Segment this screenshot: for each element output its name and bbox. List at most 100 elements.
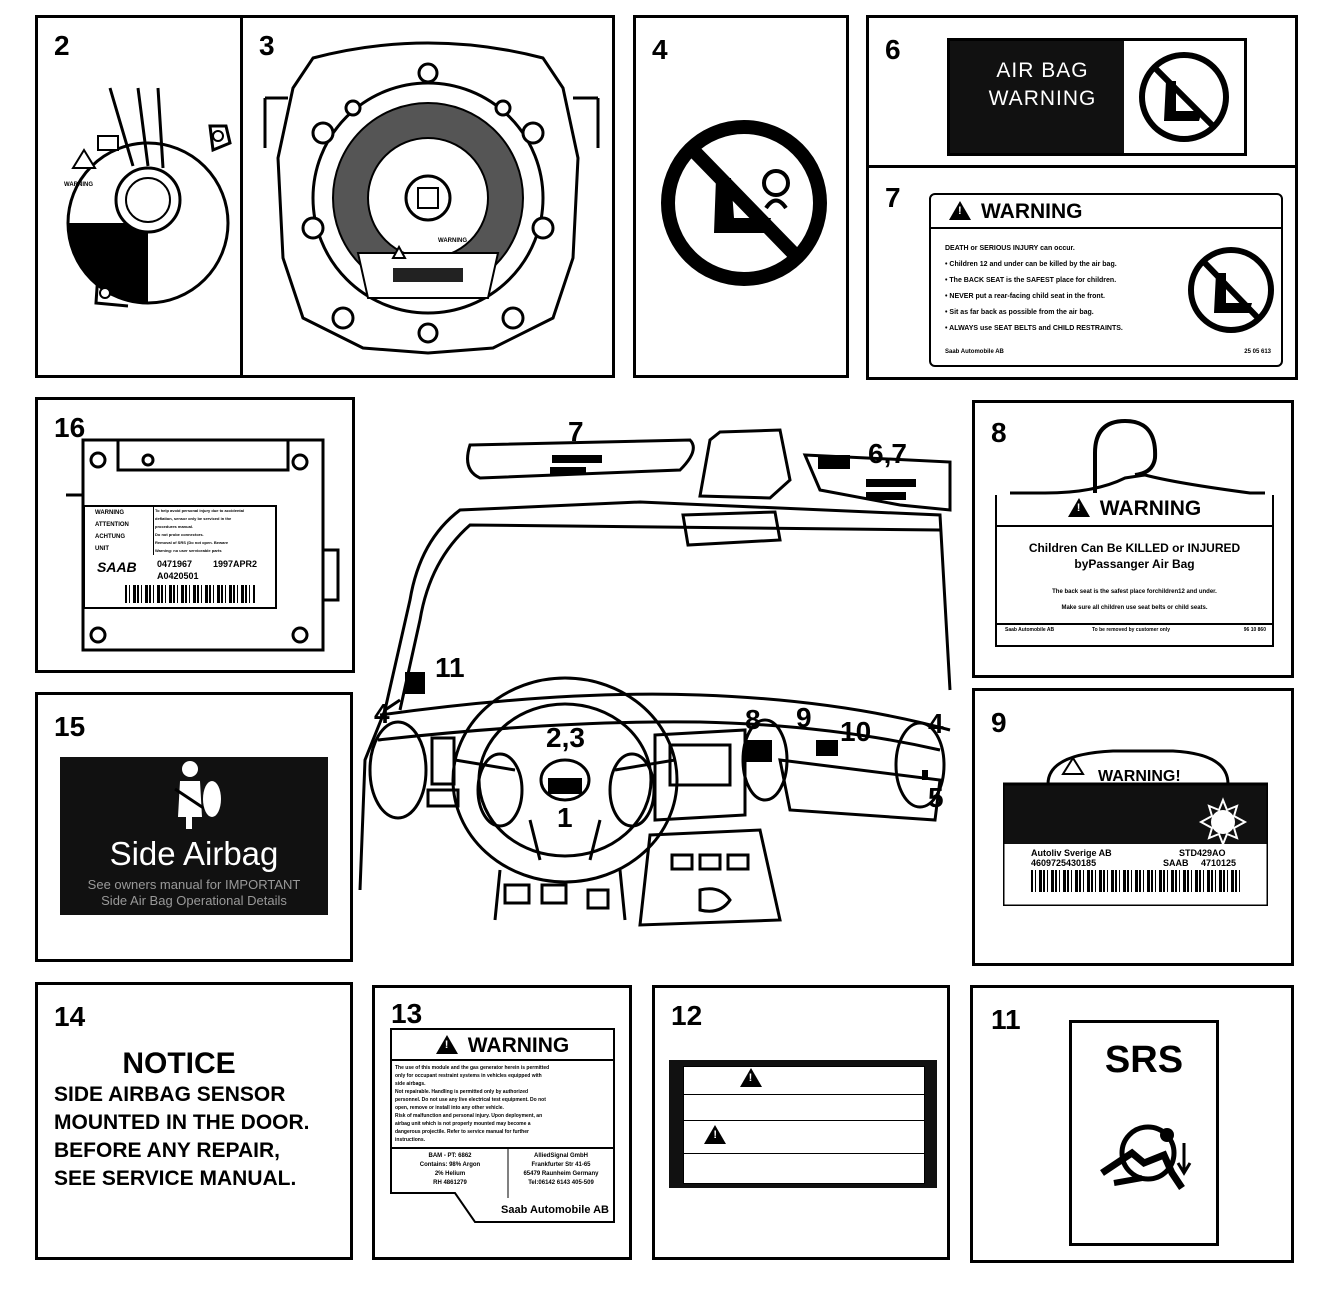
body-line: The use of this module and the gas gener… [395,1065,550,1071]
warning-header: WARNING [931,195,1281,229]
label-line-1: AIR BAG [996,59,1089,82]
supplier-code: STD429AO [1179,848,1226,858]
label-bullet: • Children 12 and under can be killed by… [945,261,1117,268]
callout-8: 8 [745,704,761,735]
label-bullet: • The BACK SEAT is the SAFEST place for … [945,277,1117,284]
occupant-airbag-icon [174,761,221,829]
text-row: Warning: no user serviceable parts [155,548,222,553]
french-heading: CONSEIL DE SECURITE [684,1125,924,1147]
label-outline [1003,749,1268,906]
left-column: BAM - PT: 6862 Contains: 98% Argon 2% He… [396,1152,504,1188]
english-text: DO NOT OPEN, REMOVE OR PUT INTO ANOTHER … [684,1096,924,1117]
fr-line: RISQUE DE MAUVAIS FONCTIONNEMENT ET DE B… [729,1162,879,1168]
body-line: Not repairable. Handling is permitted on… [395,1089,529,1095]
callout-11: 11 [435,652,465,683]
label-bullet: • Sit as far back as possible from the a… [945,309,1094,316]
callout-7: 7 [568,416,584,447]
warning-line-1: Children Can Be KILLED or INJURED [1028,541,1241,555]
label-intro: DEATH or SERIOUS INJURY can occur. [945,245,1075,252]
footer-mid: To be removed by customer only [1092,627,1170,633]
srs-title: SRS [1104,1039,1184,1081]
label-sub-2: Side Air Bag Operational Details [101,893,287,908]
left-col-line: 2% Helium [434,1171,466,1177]
sticker-text: WARNING [64,182,93,188]
panel-number: 6 [885,34,901,65]
notice-line: MOUNTED IN THE DOOR. [54,1111,310,1134]
airbag-module-drawing [263,41,600,355]
text-row: procedures manual. [155,524,194,529]
warning-triangle-icon [949,201,971,220]
panel-number: 4 [652,34,668,65]
part-number: 4710125 [1201,858,1237,868]
airbag-clockspring-drawing [66,87,232,308]
label-bullet: • ALWAYS use SEAT BELTS and CHILD RESTRA… [945,325,1123,332]
side-airbag-label: Side Airbag See owners manual for IMPORT… [60,757,328,915]
en-line: SEE OWNER'S MANUAL FOR FURTHER INFORMATI… [738,1110,870,1116]
explosion-icon [1198,797,1248,847]
label-panel-3: 3 WARNING [240,15,615,378]
callout-5: 5 [928,782,944,813]
body-line: side airbags. [395,1081,426,1087]
panel-number: 9 [991,707,1007,738]
barcode [125,585,255,603]
text-row: deflation, sensor only be serviced in th… [155,516,232,521]
label-panel-15: 15 Side Airbag See owners manual for IMP… [35,692,353,962]
hang-tag-label: WARNING Children Can Be KILLED or INJURE… [995,495,1274,647]
supplier-name: Autoliv Sverige AB [1031,848,1112,858]
warning-heading: WARNING [390,1034,615,1058]
brand-text: SAAB [1163,858,1189,868]
label-panel-16: 16 WARNING ATTENTION ACHTUNG UNIT To hel… [35,397,355,673]
warning-triangle-icon [704,1125,727,1144]
warning-triangle-icon [435,1035,458,1054]
right-column: AlliedSignal GmbH Frankfurter Str 41-65 … [510,1152,612,1188]
label-footer-left: Saab Automobile AB [945,349,1004,355]
panel-number: 16 [54,412,86,443]
right-col-line: Frankfurter Str 41-65 [531,1162,591,1168]
label-panel-7: 7 WARNING DEATH or SERIOUS INJURY can oc… [866,165,1298,380]
module-warning-label: WARNING The use of this module and the g… [390,1028,615,1223]
warning-label-7: WARNING DEATH or SERIOUS INJURY can occu… [929,193,1283,367]
warning-line-2: byPassanger Air Bag [1074,557,1195,571]
no-child-seat-icon [1124,41,1244,153]
label-inner: WARNING DO NOT OPEN, REMOVE OR PUT INTO … [683,1066,925,1184]
label-footer: Saab Automobile AB [501,1204,609,1216]
label-title: Side Airbag [109,835,279,872]
side-rows: WARNING ATTENTION ACHTUNG UNIT [85,507,154,555]
notice-line: BEFORE ANY REPAIR, [54,1139,280,1162]
label-line-2: WARNING [988,87,1097,110]
callout-10: 10 [840,716,872,747]
label-panel-4: 4 [633,15,849,378]
callout-4-right: 4 [928,708,944,739]
brand-logo: SAAB [97,559,137,575]
callout-4-left: 4 [374,698,390,729]
label-panel-11: 11 SRS [970,985,1294,1263]
text-rows: To help avoid personal injury due to acc… [155,507,273,555]
callout-2-3: 2,3 [546,722,585,753]
footer-right: 96 10 860 [1243,627,1266,633]
no-child-seat-icon [661,120,827,286]
panel-number: 8 [991,417,1007,448]
inflator-label: WARNING! Autoliv Sverige AB STD429AO 460… [1003,746,1268,906]
warning-heading: WARNING [949,200,1083,224]
body-line: open, remove or install into any other v… [395,1105,504,1111]
label-panel-14: 14 NOTICE SIDE AIRBAG SENSOR MOUNTED IN … [35,982,353,1260]
airbag-warning-label: AIR BAG WARNING [947,38,1247,156]
panel-number: 14 [54,1001,86,1032]
serial-number: 4609725430185 [1031,858,1097,868]
part-code-1: 0471967 [157,559,193,569]
panel-number: 7 [885,182,901,213]
en-line: RISK OF MALFUNCTIONING AND INJURY. [754,1103,854,1109]
warning-body: The use of this module and the gas gener… [395,1064,610,1144]
left-col-line: BAM - PT: 6862 [428,1153,472,1159]
label-panel-12: 12 WARNING DO NOT OPEN, REMOVE OR PUT IN… [652,985,950,1260]
label-footer-right: 25 05 613 [1244,349,1271,355]
label-panel-2: 2 WARNING [35,15,245,378]
warning-small-2: Make sure all children use seat belts or… [1061,605,1208,611]
fr-line: VOIR LE MANUEL DES USAGERS POUR PLUS D'A… [715,1169,893,1175]
footer-left: Saab Automobile AB [1005,627,1055,633]
label-outline [390,1028,615,1223]
label-bullet: • NEVER put a rear-facing child seat in … [945,293,1105,300]
panel-number: 11 [991,1004,1021,1035]
warning-heading: WARNING! [1098,768,1181,785]
left-col-line: Contains: 98% Argon [419,1162,481,1168]
